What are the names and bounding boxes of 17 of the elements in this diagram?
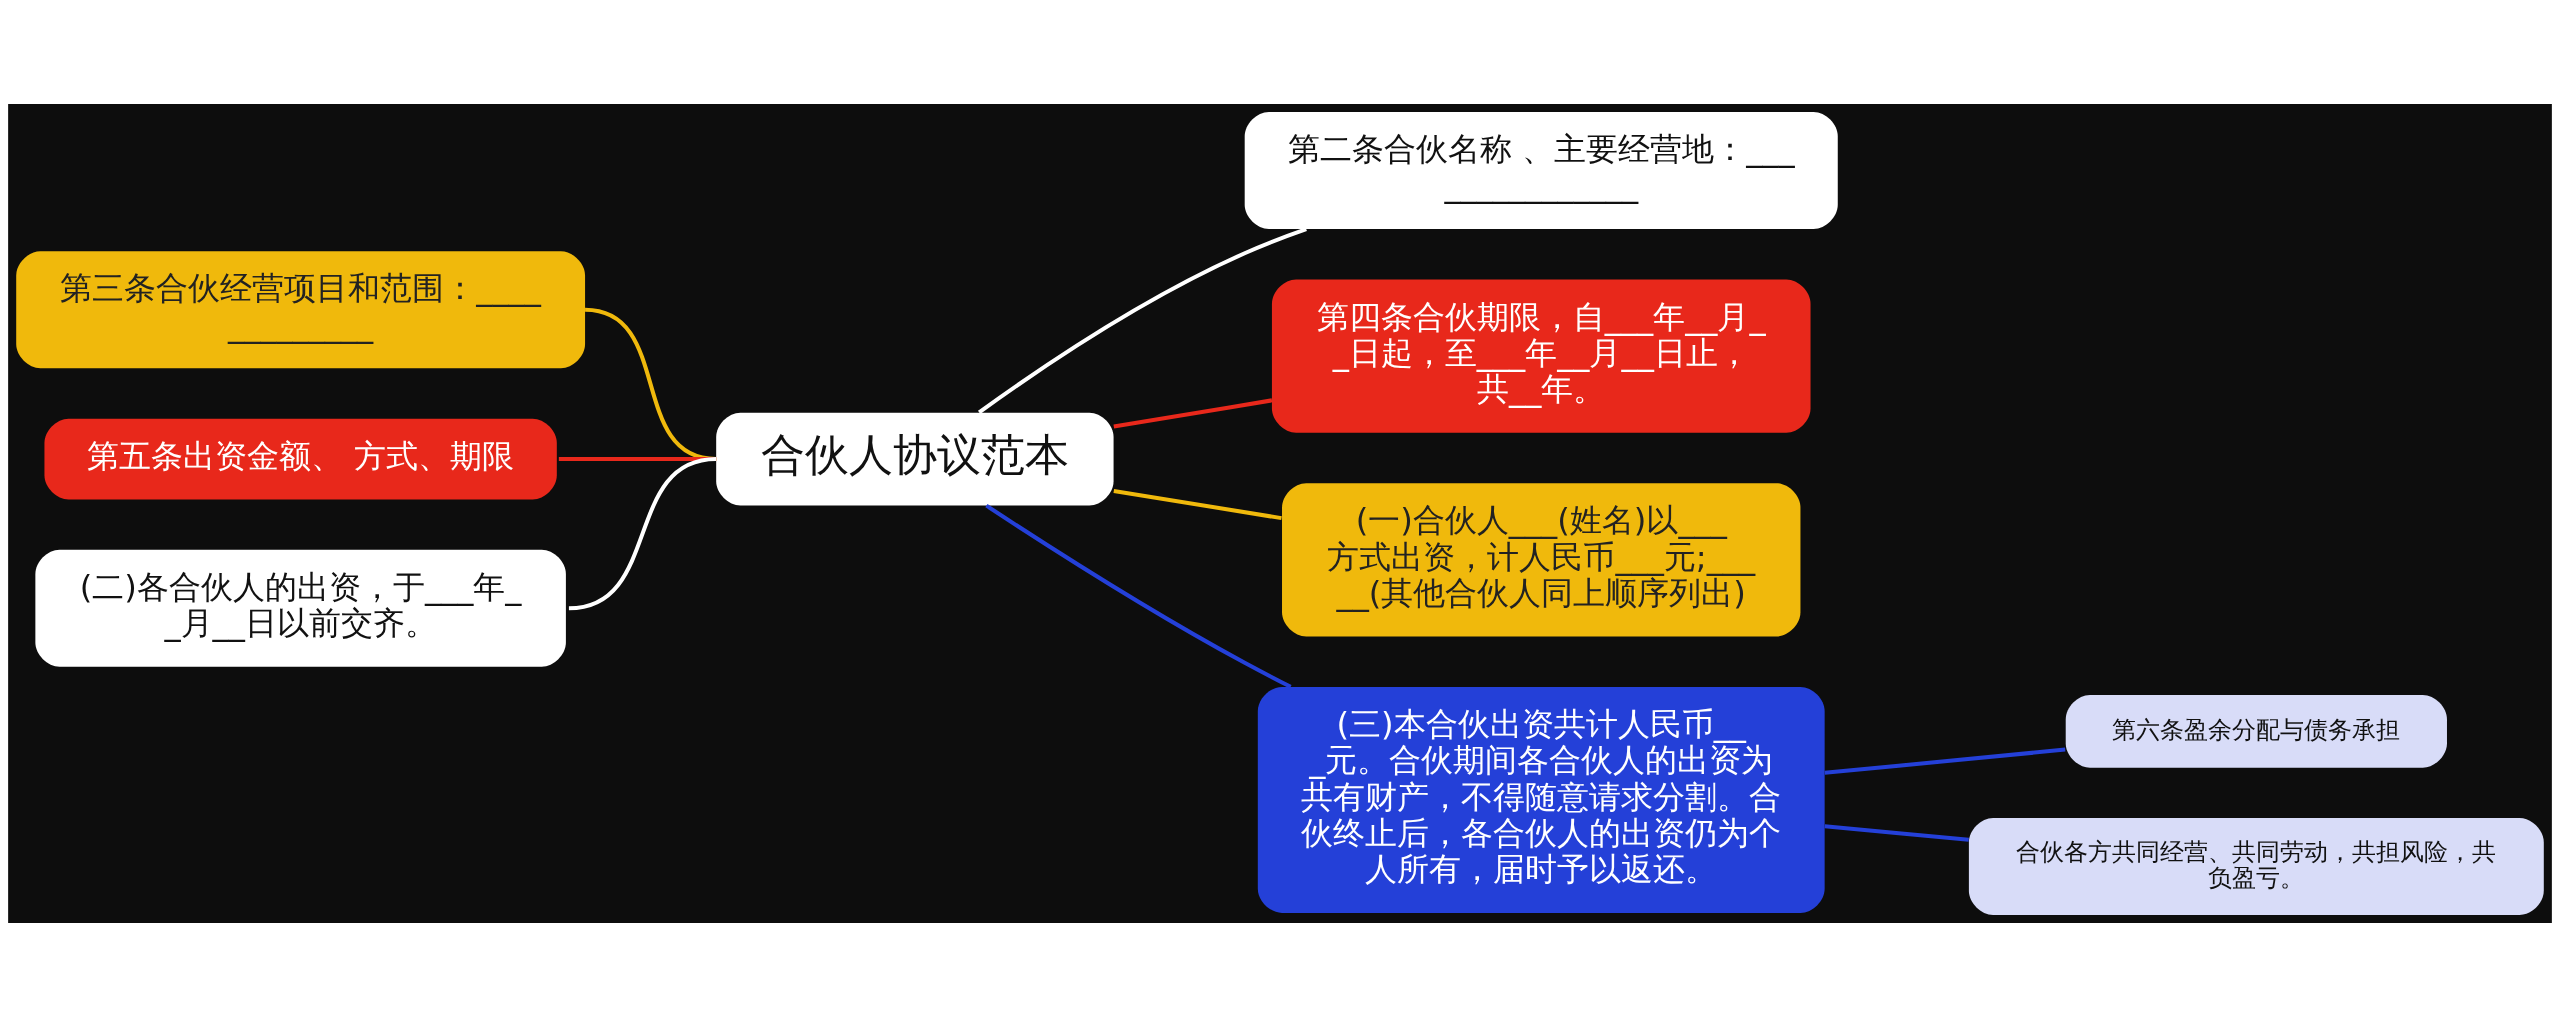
node-box: (三)本合伙出资共计人民币___元。合伙期间各合伙人的出资为共有财产，不得随意请求分割。合伙终止后，各合伙人的出资仍为个人所有，届时予以返还。 bbox=[1257, 687, 1825, 913]
node-box: 第六条盈余分配与债务承担 bbox=[2065, 695, 2447, 768]
connector bbox=[1824, 824, 1969, 842]
node-box: 第四条合伙期限，自___年__月__日起，至___年__月__日止，共__年。 bbox=[1271, 279, 1811, 433]
connector bbox=[977, 227, 1307, 414]
node-box: 合伙人协议范本 bbox=[716, 412, 1114, 506]
node-box: 第三条合伙经营项目和范围：_____________ bbox=[16, 251, 586, 369]
connector bbox=[1824, 747, 2066, 775]
node-box: 合伙各方共同经营、共同劳动，共担风险，共负盈亏。 bbox=[1968, 818, 2544, 915]
node-box: 第二条合伙名称 、主要经营地：_______________ bbox=[1244, 112, 1838, 230]
node-box: (一)合伙人___(姓名)以___方式出资，计人民币___元;_____(其他合伙人同上顺序列出) bbox=[1282, 483, 1801, 637]
connector bbox=[1113, 488, 1282, 521]
connector bbox=[568, 457, 717, 611]
connector bbox=[985, 503, 1292, 689]
node-box: 第五条出资金额、 方式、期限 bbox=[44, 418, 557, 500]
connector bbox=[1113, 398, 1273, 429]
node-box: (二)各合伙人的出资，于___年__月__日以前交齐。 bbox=[35, 549, 566, 667]
